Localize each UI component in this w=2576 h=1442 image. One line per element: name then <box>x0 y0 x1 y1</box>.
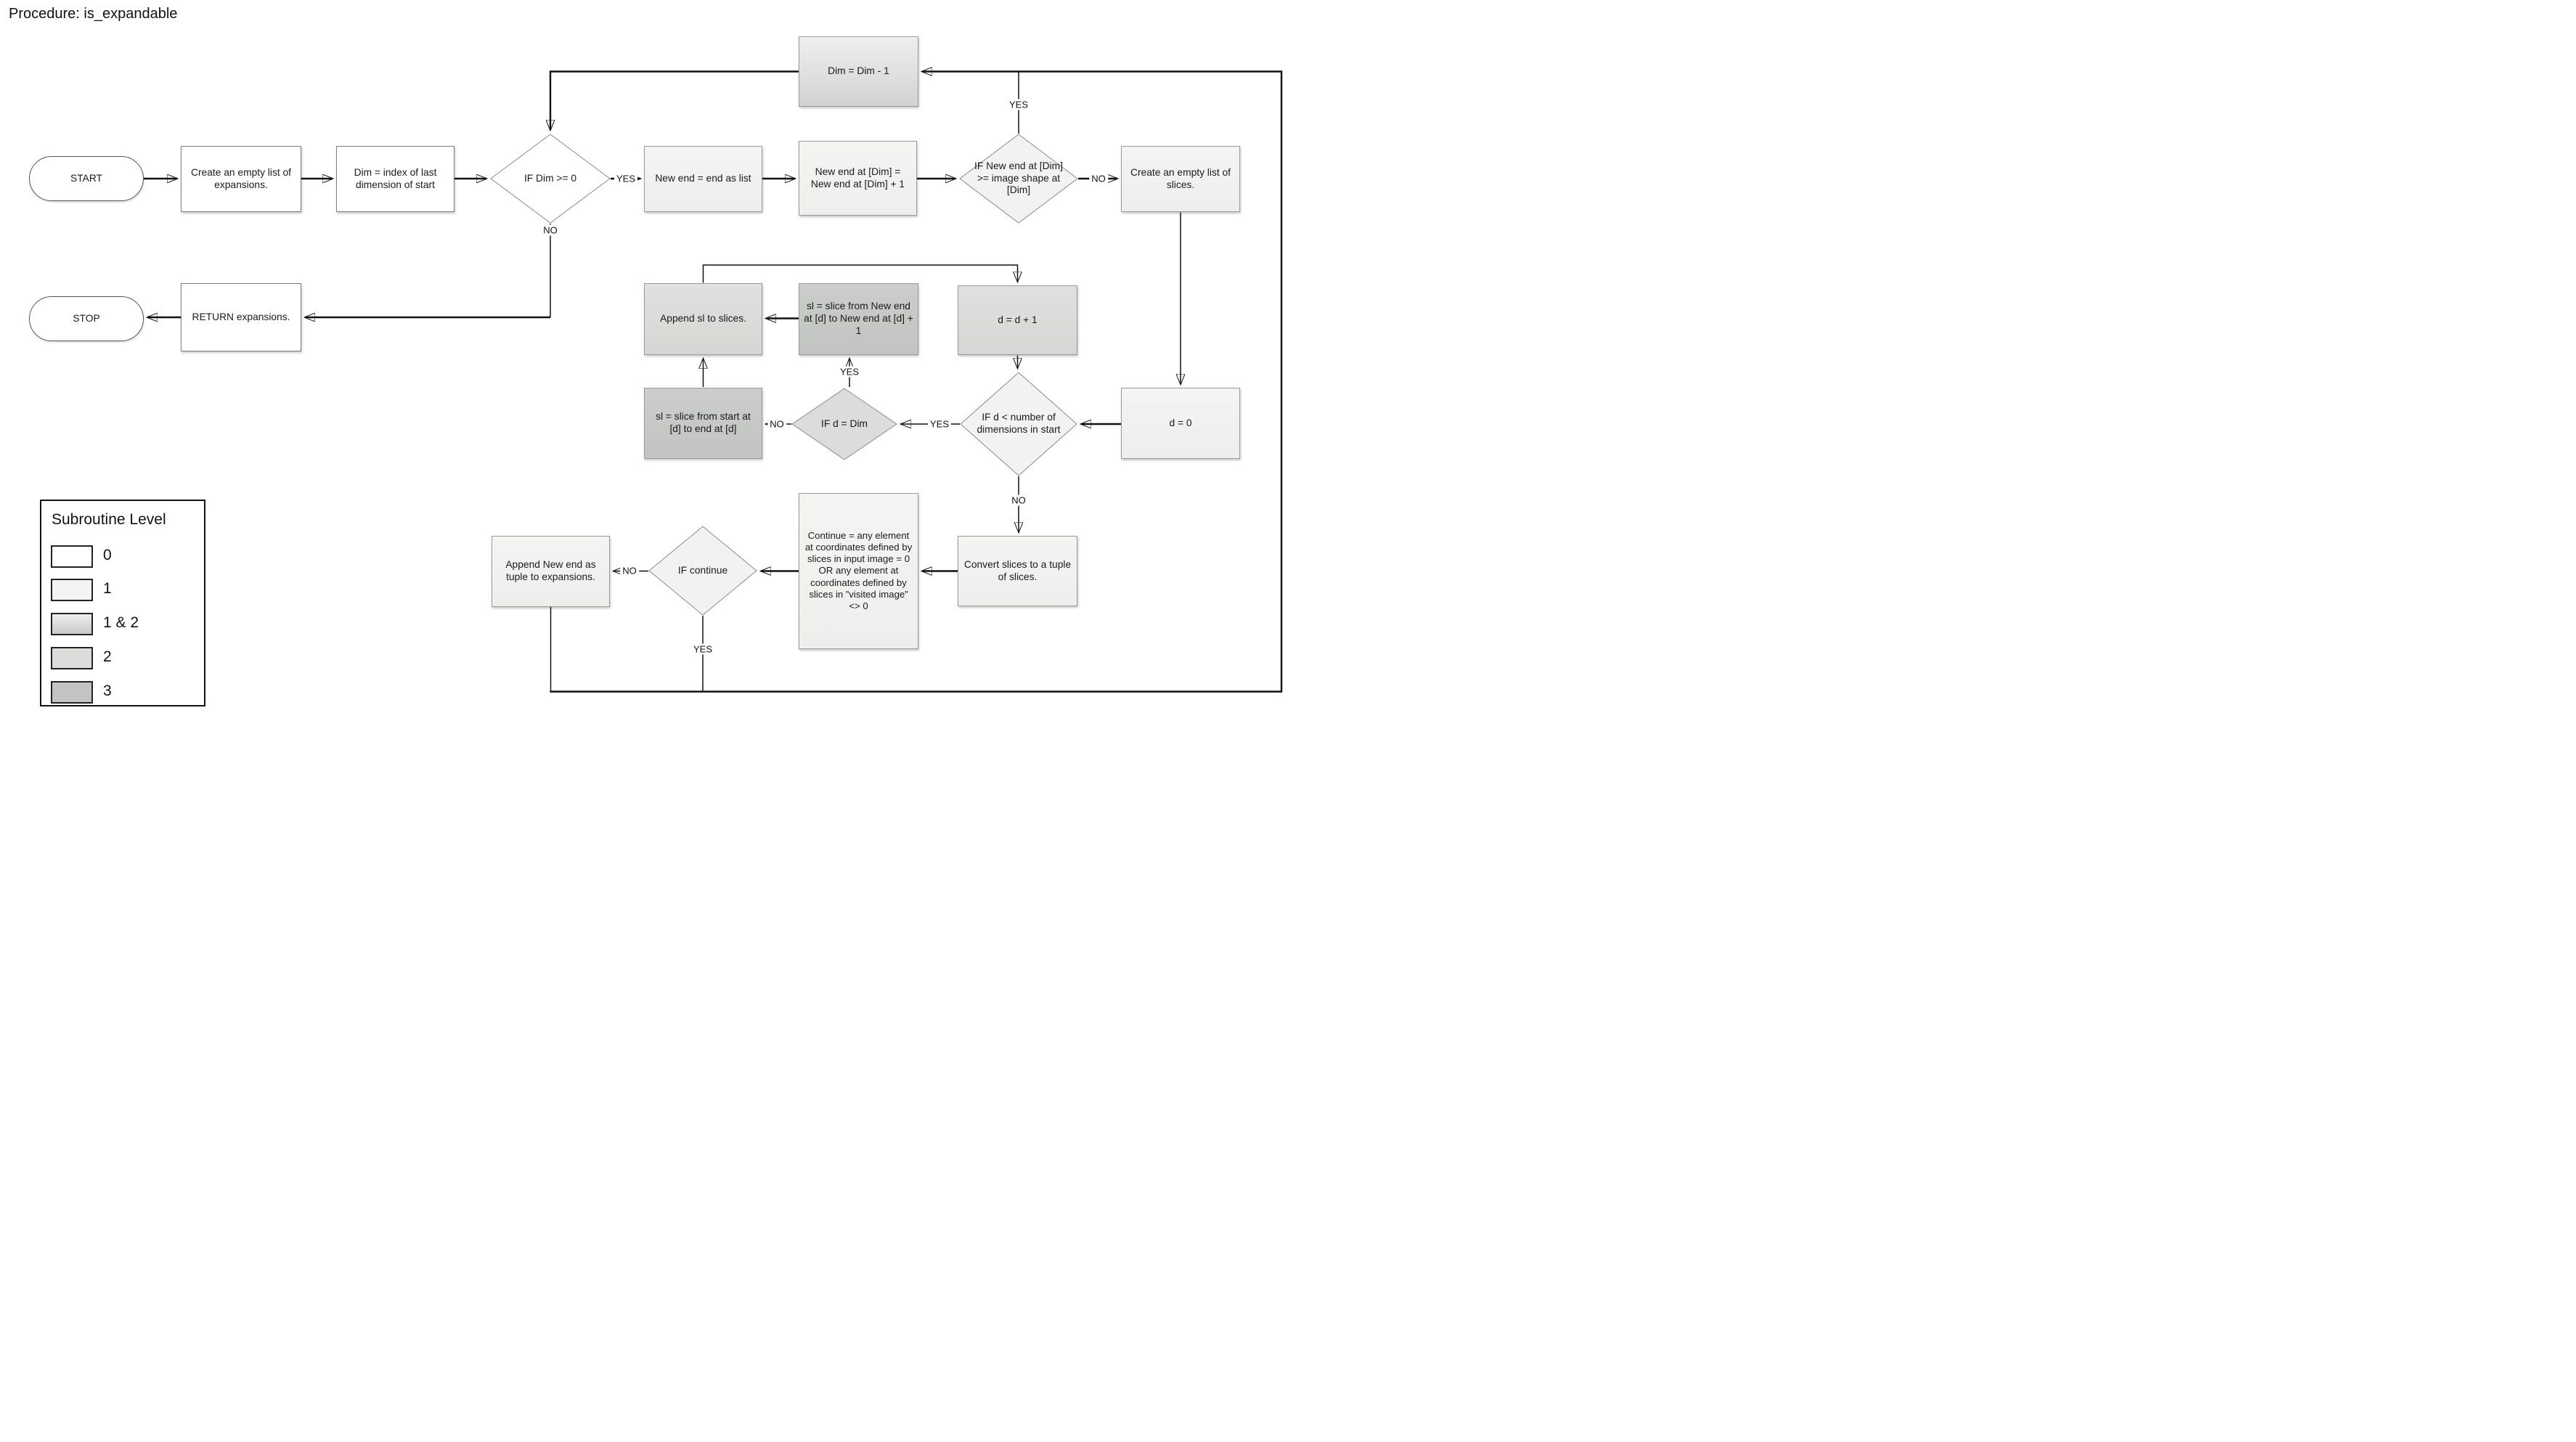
legend-label-3: 3 <box>103 683 112 699</box>
node-continue-calc: Continue = any element at coordinates de… <box>799 493 918 649</box>
node-if-dim: IF Dim >= 0 <box>490 134 611 224</box>
legend-swatch-0 <box>51 545 93 568</box>
node-label: IF Dim >= 0 <box>523 172 577 184</box>
node-new-end-list: New end = end as list <box>644 146 762 212</box>
node-label: Append New end as tuple to expansions. <box>505 559 596 582</box>
branch-label-yes: YES <box>837 366 862 378</box>
node-label: IF d < number of dimensions in start <box>977 412 1061 435</box>
node-dim-dec: Dim = Dim - 1 <box>799 36 918 107</box>
branch-label-no: NO <box>541 224 560 236</box>
node-d-inc: d = d + 1 <box>958 285 1077 355</box>
node-label: Create an empty list of expansions. <box>190 166 292 190</box>
legend-label-2: 2 <box>103 648 112 665</box>
node-label: Create an empty list of slices. <box>1130 166 1231 190</box>
node-label: d = d + 1 <box>998 314 1038 325</box>
node-label: STOP <box>73 312 100 324</box>
legend-swatch-2 <box>51 647 93 669</box>
legend-title: Subroutine Level <box>52 511 166 528</box>
branch-label-yes: YES <box>1006 99 1031 110</box>
node-dim-index: Dim = index of last dimension of start <box>336 146 455 212</box>
node-label: New end = end as list <box>655 173 751 184</box>
branch-label-yes: YES <box>927 418 952 430</box>
edge-appendsl-dinc <box>702 264 1018 283</box>
node-label: IF d = Dim <box>820 417 868 429</box>
node-label: sl = slice from New end at [d] to New en… <box>804 301 913 336</box>
node-if-d-less: IF d < number of dimensions in start <box>960 372 1077 476</box>
node-label: Dim = index of last dimension of start <box>354 166 437 190</box>
node-label: Dim = Dim - 1 <box>828 65 889 77</box>
flowchart-canvas: Procedure: is_expandable <box>0 0 1288 721</box>
page-title: Procedure: is_expandable <box>9 6 178 22</box>
node-label: Continue = any element at coordinates de… <box>804 530 913 611</box>
legend-swatch-3 <box>51 681 93 704</box>
node-label: sl = slice from start at [d] to end at [… <box>656 411 751 434</box>
node-convert-slices: Convert slices to a tuple of slices. <box>958 536 1077 606</box>
node-label: IF New end at [Dim] >= image shape at [D… <box>974 160 1063 196</box>
node-stop: STOP <box>29 296 144 341</box>
node-create-slices: Create an empty list of slices. <box>1121 146 1240 212</box>
legend-label-1: 1 <box>103 580 112 597</box>
branch-label-no: NO <box>767 418 786 430</box>
node-if-d-dim: IF d = Dim <box>791 388 897 460</box>
node-label: New end at [Dim] = New end at [Dim] + 1 <box>810 166 905 190</box>
node-start: START <box>29 156 144 201</box>
node-create-expansions: Create an empty list of expansions. <box>181 146 301 212</box>
branch-label-no: NO <box>620 565 639 577</box>
node-label: RETURN expansions. <box>192 311 290 322</box>
branch-label-no: NO <box>1089 173 1108 184</box>
legend-label-0: 0 <box>103 547 112 563</box>
branch-label-yes: YES <box>614 173 638 184</box>
node-label: d = 0 <box>1169 417 1192 428</box>
node-append-sl: Append sl to slices. <box>644 283 762 355</box>
branch-label-no: NO <box>1009 494 1028 506</box>
legend-swatch-1 <box>51 579 93 601</box>
node-sl-start: sl = slice from start at [d] to end at [… <box>644 388 762 459</box>
node-label: START <box>70 172 102 184</box>
node-return-expansions: RETURN expansions. <box>181 283 301 351</box>
legend-swatch-1-2 <box>51 613 93 635</box>
node-d-zero: d = 0 <box>1121 388 1240 459</box>
branch-label-yes: YES <box>690 643 715 655</box>
node-new-end-inc: New end at [Dim] = New end at [Dim] + 1 <box>799 141 917 216</box>
legend-label-1-2: 1 & 2 <box>103 614 139 631</box>
node-sl-new-end: sl = slice from New end at [d] to New en… <box>799 283 918 355</box>
edge-loop-to-dimdec <box>550 72 1283 693</box>
node-label: IF continue <box>677 564 728 576</box>
edge-dimdec-ifdim <box>550 70 799 131</box>
node-append-new-end: Append New end as tuple to expansions. <box>492 536 610 607</box>
node-label: Append sl to slices. <box>660 313 746 325</box>
legend-box: Subroutine Level 0 1 1 & 2 2 3 <box>40 500 205 706</box>
node-label: Convert slices to a tuple of slices. <box>963 558 1072 582</box>
node-if-new-end: IF New end at [Dim] >= image shape at [D… <box>959 134 1078 224</box>
node-if-continue: IF continue <box>648 526 757 616</box>
